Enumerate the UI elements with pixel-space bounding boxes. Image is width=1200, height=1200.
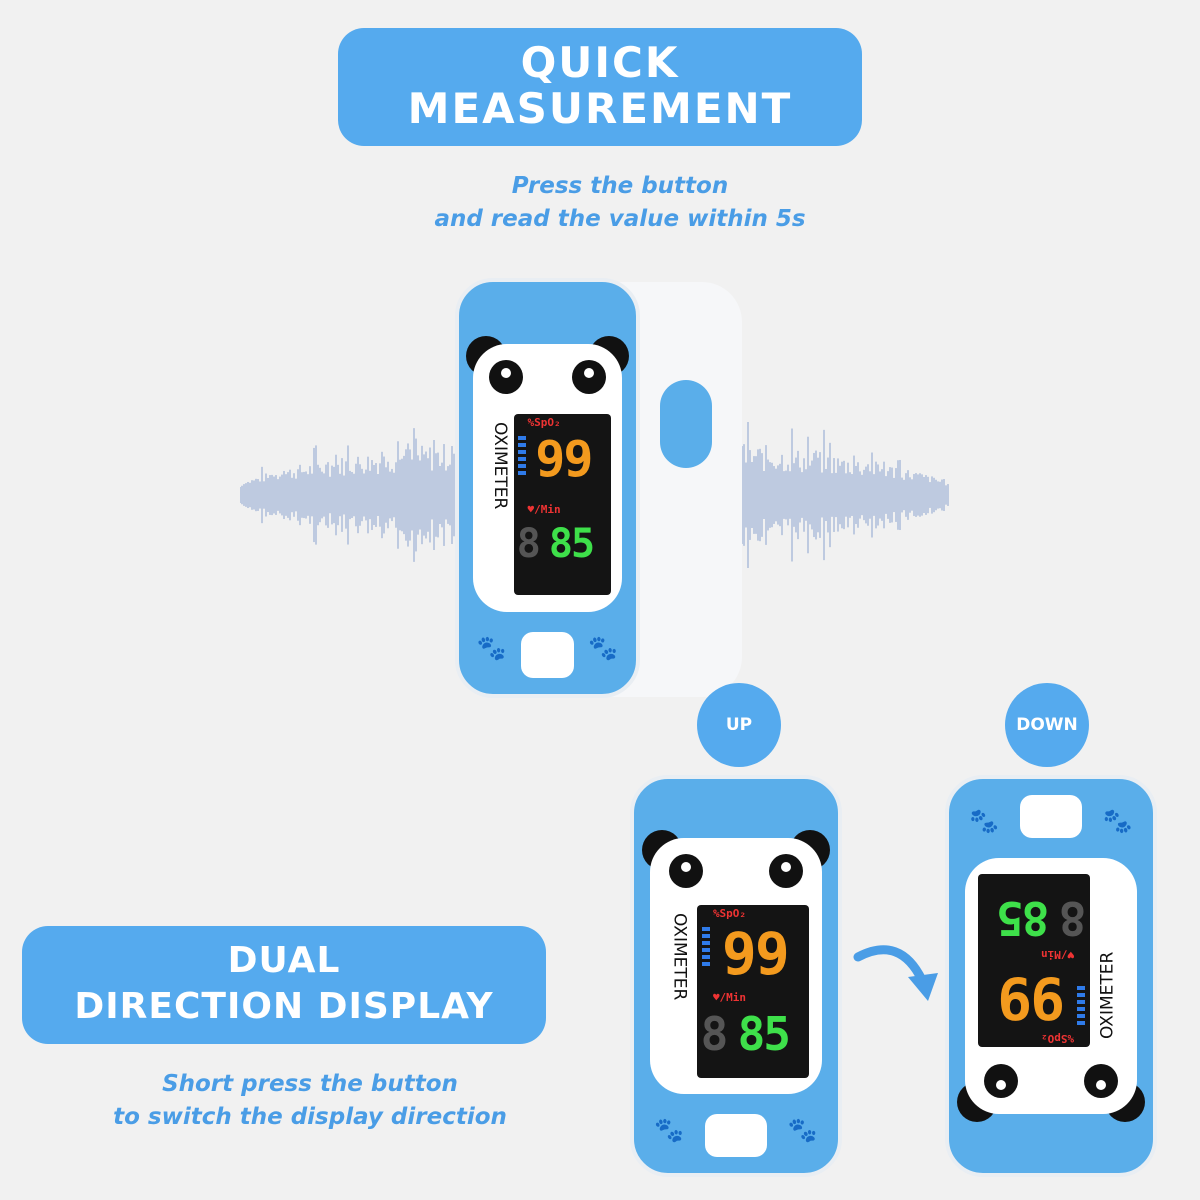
banner-title-line1: DUAL [227, 940, 341, 981]
power-button[interactable] [705, 1113, 767, 1158]
paw-print-icon: 🐾 [654, 1115, 685, 1144]
paw-print-icon: 🐾 [588, 634, 619, 663]
oximeter-brand-label: OXIMETER [1097, 951, 1118, 1040]
signal-bars [1077, 985, 1086, 1025]
paw-print-icon: 🐾 [969, 808, 1000, 837]
pulse-value: 85 [548, 521, 595, 568]
panda-eye-left [489, 360, 524, 395]
banner-title-line2: MEASUREMENT [407, 84, 793, 133]
spo2-label: %SpO₂ [1040, 1031, 1075, 1045]
panda-eye-right [769, 853, 804, 888]
dual-direction-banner: DUAL DIRECTION DISPLAY [22, 926, 546, 1044]
curved-arrow-icon [853, 945, 938, 1001]
signal-bars [517, 435, 526, 475]
oximeter-down-orientation: OXIMETER %SpO₂ 99 ♥/Min 8 85 🐾 🐾 [945, 775, 1157, 1177]
subtitle-line2: and read the value within 5s [434, 206, 806, 232]
oximeter-main: OXIMETER %SpO₂ 99 ♥/Min 8 85 🐾 🐾 [455, 278, 640, 698]
pulse-leading-digit: 8 [516, 521, 541, 568]
panda-eye-right [571, 360, 606, 395]
pulse-leading-digit: 8 [1060, 891, 1087, 946]
paw-print-icon: 🐾 [476, 634, 507, 663]
subtitle-line1: Press the button [511, 173, 729, 199]
power-button[interactable] [1020, 794, 1082, 839]
display-screen: %SpO₂ 99 ♥/Min 8 85 [513, 413, 612, 596]
pulse-value: 85 [998, 891, 1050, 946]
panda-eye-left [668, 853, 703, 888]
oximeter-up-orientation: OXIMETER %SpO₂ 99 ♥/Min 8 85 🐾 🐾 [630, 775, 842, 1177]
pulse-label: ♥/Min [712, 990, 747, 1004]
quick-measurement-subtitle: Press the button and read the value with… [360, 170, 880, 236]
up-label: UP [725, 715, 753, 735]
spo2-value: 99 [999, 963, 1066, 1032]
spo2-value: 99 [721, 920, 790, 989]
display-screen: %SpO₂ 99 ♥/Min 8 85 [697, 905, 810, 1079]
pulse-label: ♥/Min [1040, 948, 1075, 962]
device-side-button[interactable] [660, 380, 712, 468]
paw-print-icon: 🐾 [1102, 808, 1133, 837]
pulse-leading-digit: 8 [700, 1006, 729, 1061]
display-screen: %SpO₂ 99 ♥/Min 8 85 [977, 873, 1090, 1047]
quick-measurement-banner: QUICK MEASUREMENT [338, 28, 862, 146]
spo2-label: %SpO₂ [527, 415, 561, 429]
subtitle-line2: to switch the display direction [113, 1104, 507, 1130]
dual-direction-subtitle: Short press the button to switch the dis… [40, 1068, 580, 1134]
subtitle-line1: Short press the button [162, 1071, 458, 1097]
oximeter-brand-label: OXIMETER [669, 912, 690, 1001]
banner-title-line1: QUICK [520, 38, 680, 87]
signal-bars [701, 927, 710, 967]
down-badge: DOWN [1005, 683, 1089, 767]
spo2-label: %SpO₂ [712, 907, 747, 921]
banner-title-line2: DIRECTION DISPLAY [74, 986, 494, 1027]
paw-print-icon: 🐾 [787, 1115, 818, 1144]
power-button[interactable] [520, 632, 575, 678]
spo2-value: 99 [535, 429, 593, 488]
oximeter-brand-label: OXIMETER [489, 422, 510, 510]
down-label: DOWN [1016, 715, 1078, 735]
pulse-label: ♥/Min [527, 503, 561, 517]
panda-eye-right [983, 1064, 1018, 1099]
up-badge: UP [697, 683, 781, 767]
pulse-value: 85 [737, 1006, 791, 1061]
